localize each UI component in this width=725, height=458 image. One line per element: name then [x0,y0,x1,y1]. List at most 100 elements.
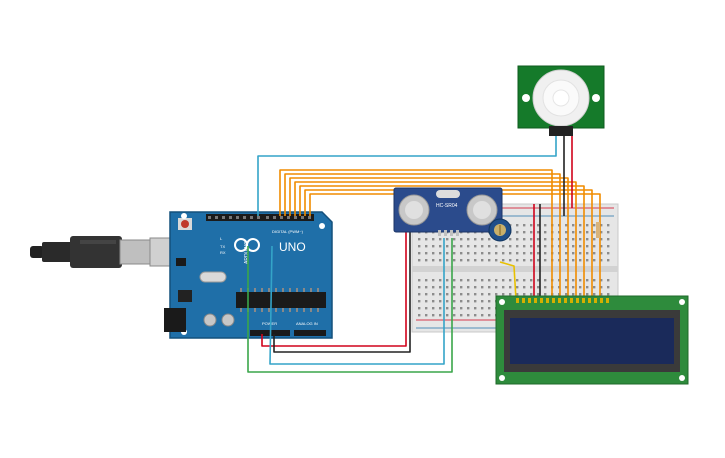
breadboard-hole[interactable] [544,293,547,296]
breadboard-hole[interactable] [481,252,484,255]
breadboard-hole[interactable] [600,279,603,282]
breadboard-hole[interactable] [439,300,442,303]
breadboard-hole[interactable] [495,293,498,296]
breadboard-hole[interactable] [432,307,435,310]
breadboard-hole[interactable] [474,259,477,262]
breadboard-hole[interactable] [523,252,526,255]
breadboard-hole[interactable] [474,279,477,282]
breadboard-hole[interactable] [418,314,421,317]
breadboard-hole[interactable] [446,252,449,255]
breadboard-hole[interactable] [565,286,568,289]
breadboard-hole[interactable] [425,293,428,296]
breadboard-hole[interactable] [474,314,477,317]
breadboard-hole[interactable] [446,259,449,262]
breadboard-hole[interactable] [565,224,568,227]
breadboard-hole[interactable] [446,307,449,310]
breadboard-hole[interactable] [439,307,442,310]
wire-orange-1[interactable] [279,169,553,300]
breadboard-hole[interactable] [600,293,603,296]
breadboard-hole[interactable] [579,259,582,262]
breadboard-hole[interactable] [467,307,470,310]
breadboard-hole[interactable] [544,279,547,282]
breadboard-hole[interactable] [425,252,428,255]
breadboard-hole[interactable] [495,252,498,255]
breadboard-hole[interactable] [467,314,470,317]
breadboard-hole[interactable] [516,238,519,241]
breadboard-hole[interactable] [565,238,568,241]
breadboard-hole[interactable] [502,279,505,282]
breadboard-hole[interactable] [579,224,582,227]
breadboard-hole[interactable] [593,286,596,289]
resistor[interactable] [596,222,600,238]
breadboard-hole[interactable] [593,252,596,255]
breadboard-hole[interactable] [530,286,533,289]
breadboard-hole[interactable] [467,279,470,282]
breadboard-hole[interactable] [453,245,456,248]
breadboard-hole[interactable] [593,224,596,227]
breadboard-hole[interactable] [572,259,575,262]
breadboard-hole[interactable] [502,293,505,296]
breadboard-hole[interactable] [439,252,442,255]
lcd-pin[interactable] [552,298,555,303]
breadboard-hole[interactable] [509,252,512,255]
breadboard-hole[interactable] [586,224,589,227]
breadboard-hole[interactable] [474,238,477,241]
wire-orange-4[interactable] [294,181,577,300]
breadboard-hole[interactable] [432,279,435,282]
breadboard-hole[interactable] [474,252,477,255]
breadboard-hole[interactable] [586,259,589,262]
breadboard-hole[interactable] [509,238,512,241]
wire-orange-5[interactable] [299,185,585,300]
breadboard-hole[interactable] [488,245,491,248]
breadboard-hole[interactable] [432,300,435,303]
breadboard-hole[interactable] [607,245,610,248]
breadboard-hole[interactable] [523,231,526,234]
lcd-pin[interactable] [546,298,549,303]
breadboard-hole[interactable] [600,252,603,255]
breadboard-hole[interactable] [453,252,456,255]
breadboard-hole[interactable] [523,238,526,241]
breadboard-hole[interactable] [474,293,477,296]
breadboard-hole[interactable] [586,279,589,282]
breadboard-hole[interactable] [439,293,442,296]
breadboard-hole[interactable] [460,286,463,289]
lcd-pin[interactable] [576,298,579,303]
breadboard-hole[interactable] [530,224,533,227]
breadboard-hole[interactable] [593,279,596,282]
breadboard-hole[interactable] [418,238,421,241]
breadboard-hole[interactable] [495,245,498,248]
breadboard-hole[interactable] [467,293,470,296]
breadboard-hole[interactable] [418,293,421,296]
breadboard-hole[interactable] [453,279,456,282]
breadboard-hole[interactable] [537,245,540,248]
breadboard-hole[interactable] [565,293,568,296]
lcd-pin[interactable] [522,298,525,303]
breadboard-hole[interactable] [467,245,470,248]
breadboard-hole[interactable] [523,224,526,227]
breadboard-hole[interactable] [516,224,519,227]
breadboard-hole[interactable] [593,238,596,241]
breadboard-hole[interactable] [579,231,582,234]
breadboard-hole[interactable] [579,238,582,241]
wire-teal-echo[interactable] [269,238,445,365]
breadboard-hole[interactable] [579,293,582,296]
breadboard-hole[interactable] [537,279,540,282]
breadboard-hole[interactable] [607,252,610,255]
breadboard-hole[interactable] [446,300,449,303]
breadboard-hole[interactable] [586,231,589,234]
breadboard-hole[interactable] [453,307,456,310]
breadboard-hole[interactable] [460,293,463,296]
breadboard-hole[interactable] [516,231,519,234]
lcd-pin[interactable] [582,298,585,303]
breadboard-hole[interactable] [502,252,505,255]
breadboard-hole[interactable] [593,231,596,234]
breadboard-hole[interactable] [481,238,484,241]
breadboard-hole[interactable] [516,259,519,262]
breadboard-hole[interactable] [600,231,603,234]
breadboard-hole[interactable] [530,279,533,282]
breadboard-hole[interactable] [586,252,589,255]
pir-sensor[interactable] [517,65,605,136]
breadboard-hole[interactable] [579,245,582,248]
breadboard-hole[interactable] [439,259,442,262]
breadboard-hole[interactable] [516,279,519,282]
